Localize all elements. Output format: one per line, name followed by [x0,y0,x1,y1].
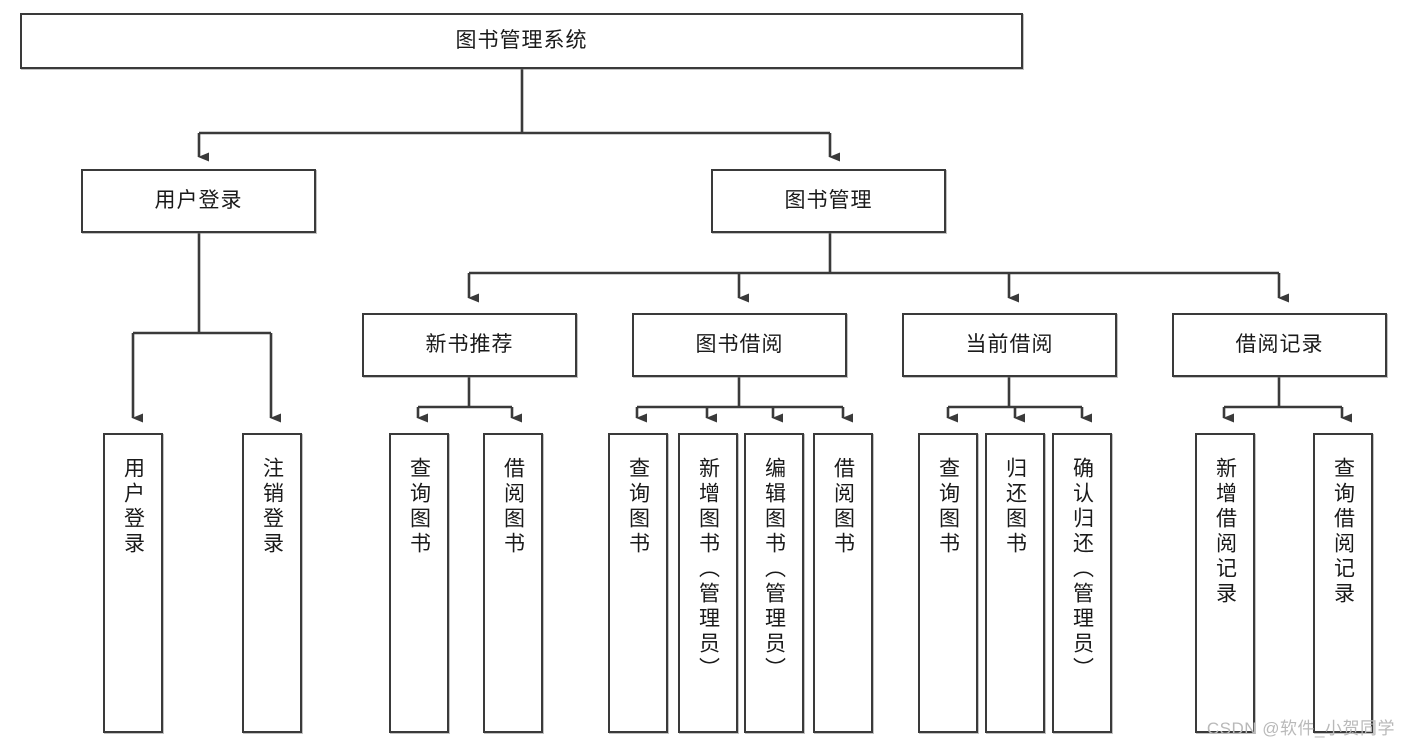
leaf-label: 查询借阅记录 [1331,457,1355,607]
leaf-current-query-book[interactable]: 查询图书 [918,433,978,733]
leaf-label: 新增借阅记录 [1213,457,1237,607]
leaf-recommend-borrow-book[interactable]: 借阅图书 [483,433,543,733]
leaf-label: 用户登录 [121,457,145,557]
node-borrow-record-label: 借阅记录 [1235,332,1324,356]
node-new-book-recommend[interactable]: 新书推荐 [362,313,577,377]
leaf-label: 查询图书 [936,457,960,557]
node-current-borrow[interactable]: 当前借阅 [902,313,1117,377]
node-user-login[interactable]: 用户登录 [81,169,316,233]
node-borrow-record[interactable]: 借阅记录 [1172,313,1387,377]
watermark: CSDN @软件_小贺同学 [1206,719,1395,738]
leaf-user-login-login[interactable]: 用户登录 [103,433,163,733]
leaf-recommend-query-book[interactable]: 查询图书 [389,433,449,733]
node-book-borrow-label: 图书借阅 [695,332,784,356]
leaf-record-query-record[interactable]: 查询借阅记录 [1313,433,1373,733]
node-user-login-label: 用户登录 [154,188,243,212]
leaf-borrow-query-book[interactable]: 查询图书 [608,433,668,733]
leaf-label: 编辑图书（管理员） [762,457,786,682]
leaf-user-login-logout[interactable]: 注销登录 [242,433,302,733]
node-book-borrow[interactable]: 图书借阅 [632,313,847,377]
leaf-label: 确认归还（管理员） [1070,457,1094,682]
leaf-label: 借阅图书 [501,457,525,557]
leaf-borrow-add-book-admin[interactable]: 新增图书（管理员） [678,433,738,733]
node-root-label: 图书管理系统 [455,28,588,52]
leaf-label: 归还图书 [1003,457,1027,557]
leaf-borrow-borrow-book[interactable]: 借阅图书 [813,433,873,733]
leaf-current-confirm-return-admin[interactable]: 确认归还（管理员） [1052,433,1112,733]
leaf-label: 新增图书（管理员） [696,457,720,682]
node-new-book-recommend-label: 新书推荐 [425,332,514,356]
node-current-borrow-label: 当前借阅 [965,332,1054,356]
leaf-record-add-record[interactable]: 新增借阅记录 [1195,433,1255,733]
node-book-management[interactable]: 图书管理 [711,169,946,233]
node-root[interactable]: 图书管理系统 [20,13,1023,69]
leaf-borrow-edit-book-admin[interactable]: 编辑图书（管理员） [744,433,804,733]
node-book-management-label: 图书管理 [784,188,873,212]
leaf-label: 查询图书 [626,457,650,557]
leaf-label: 查询图书 [407,457,431,557]
leaf-label: 借阅图书 [831,457,855,557]
leaf-label: 注销登录 [260,457,284,557]
leaf-current-return-book[interactable]: 归还图书 [985,433,1045,733]
